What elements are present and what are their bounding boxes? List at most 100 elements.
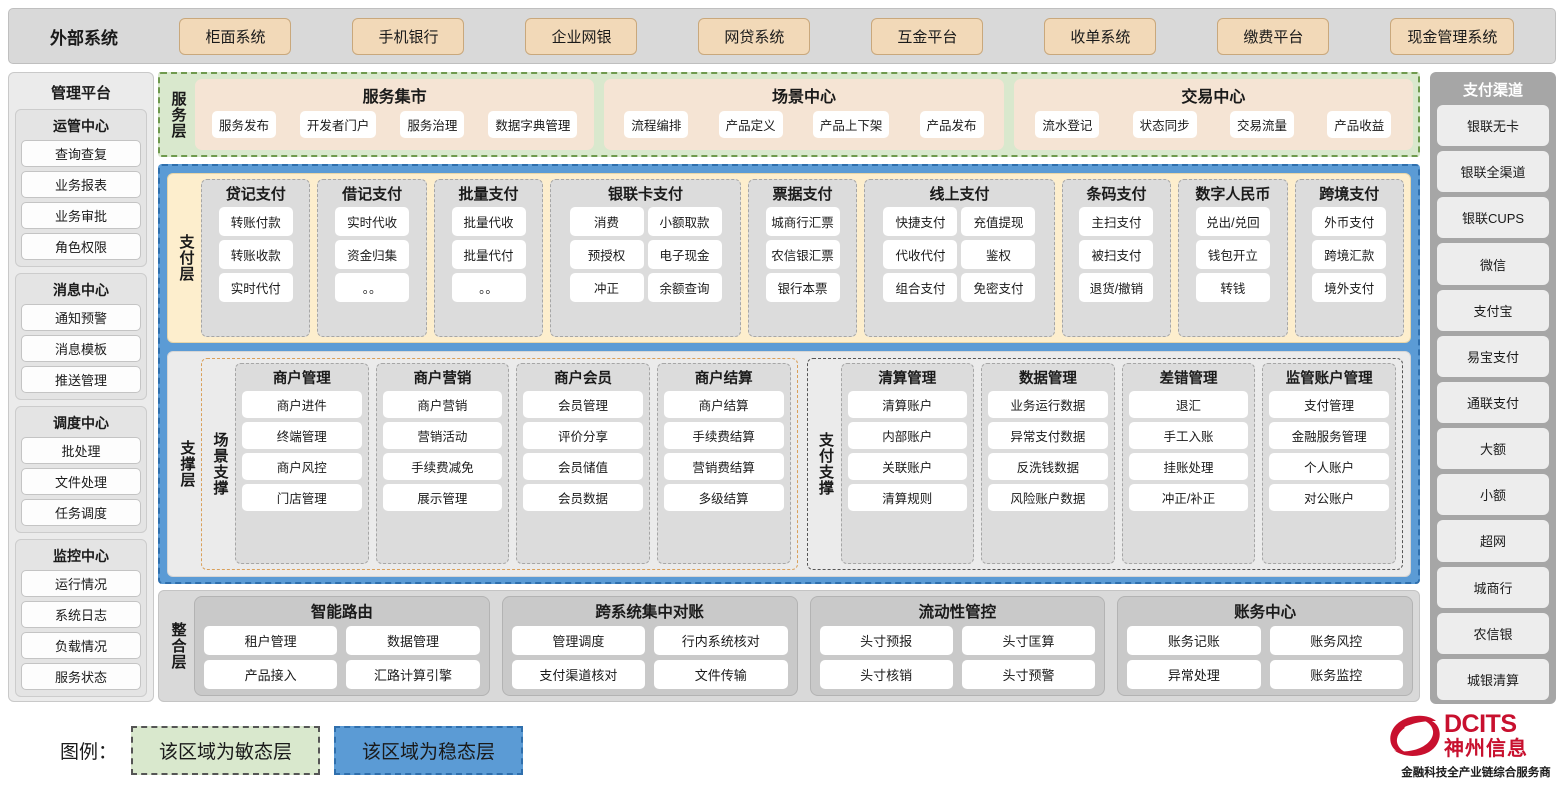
payment-item[interactable]: 冲正 [569,273,644,302]
payment-channel-item[interactable]: 支付宝 [1437,289,1549,331]
integration-item[interactable]: 头寸预报 [819,626,953,655]
payment-item[interactable]: 实时代收 [335,207,410,236]
support-item[interactable]: 风险账户数据 [988,484,1108,511]
integration-item[interactable]: 产品接入 [204,660,338,689]
support-item[interactable]: 商户营销 [382,391,503,418]
payment-item[interactable]: 兑出/兑回 [1195,207,1270,236]
support-item[interactable]: 对公账户 [1269,484,1389,511]
external-system-chip[interactable]: 网贷系统 [698,17,811,55]
external-system-chip[interactable]: 互金平台 [871,17,984,55]
external-system-chip[interactable]: 收单系统 [1044,17,1157,55]
integration-item[interactable]: 账务监控 [1269,660,1403,689]
support-item[interactable]: 业务运行数据 [988,391,1108,418]
payment-item[interactable]: 境外支付 [1312,273,1387,302]
integration-item[interactable]: 租户管理 [204,626,338,655]
payment-item[interactable]: 电子现金 [647,240,722,269]
external-system-chip[interactable]: 现金管理系统 [1390,17,1515,55]
payment-item[interactable]: 余额查询 [647,273,722,302]
service-item[interactable]: 状态同步 [1132,111,1197,138]
external-system-chip[interactable]: 缴费平台 [1217,17,1330,55]
integration-item[interactable]: 头寸匡算 [961,626,1096,655]
management-item[interactable]: 业务报表 [21,171,141,198]
payment-item[interactable]: 钱包开立 [1195,240,1270,269]
support-item[interactable]: 会员数据 [523,484,643,511]
payment-channel-item[interactable]: 大额 [1437,428,1549,470]
payment-channel-item[interactable]: 银联全渠道 [1437,151,1549,193]
support-item[interactable]: 退汇 [1128,391,1249,418]
management-item[interactable]: 服务状态 [21,663,141,690]
service-item[interactable]: 产品发布 [919,111,984,138]
support-item[interactable]: 清算账户 [847,391,968,418]
payment-item[interactable]: 银行本票 [765,273,840,302]
payment-channel-item[interactable]: 易宝支付 [1437,335,1549,377]
management-item[interactable]: 推送管理 [21,366,141,393]
payment-channel-item[interactable]: 小额 [1437,474,1549,516]
integration-item[interactable]: 行内系统核对 [654,626,788,655]
support-item[interactable]: 会员管理 [523,391,643,418]
payment-item[interactable]: 。。 [335,273,410,302]
payment-item[interactable]: 主扫支付 [1079,207,1154,236]
management-item[interactable]: 消息模板 [21,335,141,362]
payment-channel-item[interactable]: 微信 [1437,243,1549,285]
payment-item[interactable]: 批量代收 [451,207,526,236]
payment-item[interactable]: 预授权 [569,240,644,269]
integration-item[interactable]: 汇路计算引擎 [346,660,480,689]
integration-item[interactable]: 管理调度 [511,626,646,655]
payment-item[interactable]: 转账付款 [218,207,293,236]
payment-item[interactable]: 转钱 [1195,273,1270,302]
external-system-chip[interactable]: 柜面系统 [179,17,292,55]
payment-item[interactable]: 农信银汇票 [765,240,840,269]
integration-item[interactable]: 头寸预警 [961,660,1096,689]
external-system-chip[interactable]: 手机银行 [352,17,465,55]
payment-item[interactable]: 退货/撤销 [1079,273,1154,302]
payment-channel-item[interactable]: 城银清算 [1437,658,1549,701]
payment-item[interactable]: 实时代付 [218,273,293,302]
payment-item[interactable]: 跨境汇款 [1312,240,1387,269]
service-item[interactable]: 产品上下架 [812,111,890,138]
service-item[interactable]: 数据字典管理 [488,111,578,138]
support-item[interactable]: 会员储值 [523,453,643,480]
payment-item[interactable]: 快捷支付 [883,207,958,236]
payment-item[interactable]: 资金归集 [335,240,410,269]
payment-item[interactable]: 批量代付 [451,240,526,269]
payment-item[interactable]: 。。 [451,273,526,302]
support-item[interactable]: 商户风控 [242,453,362,480]
payment-item[interactable]: 被扫支付 [1079,240,1154,269]
payment-item[interactable]: 组合支付 [883,273,958,302]
management-item[interactable]: 查询查复 [21,140,141,167]
payment-item[interactable]: 小额取款 [647,207,722,236]
service-item[interactable]: 产品收益 [1327,111,1392,138]
service-item[interactable]: 流水登记 [1035,111,1100,138]
management-item[interactable]: 角色权限 [21,233,141,260]
payment-channel-item[interactable]: 银联CUPS [1437,197,1549,239]
service-item[interactable]: 流程编排 [624,111,689,138]
support-item[interactable]: 反洗钱数据 [988,453,1108,480]
management-item[interactable]: 负载情况 [21,632,141,659]
support-item[interactable]: 手续费结算 [663,422,784,449]
support-item[interactable]: 营销活动 [382,422,503,449]
support-item[interactable]: 冲正/补正 [1128,484,1249,511]
management-item[interactable]: 业务审批 [21,202,141,229]
management-item[interactable]: 通知预警 [21,304,141,331]
support-item[interactable]: 金融服务管理 [1269,422,1389,449]
payment-channel-item[interactable]: 城商行 [1437,566,1549,608]
support-item[interactable]: 终端管理 [242,422,362,449]
integration-item[interactable]: 头寸核销 [819,660,953,689]
management-item[interactable]: 批处理 [21,437,141,464]
payment-item[interactable]: 免密支付 [961,273,1036,302]
support-item[interactable]: 内部账户 [847,422,968,449]
support-item[interactable]: 门店管理 [242,484,362,511]
support-item[interactable]: 多级结算 [663,484,784,511]
support-item[interactable]: 个人账户 [1269,453,1389,480]
management-item[interactable]: 运行情况 [21,570,141,597]
support-item[interactable]: 展示管理 [382,484,503,511]
external-system-chip[interactable]: 企业网银 [525,17,638,55]
payment-channel-item[interactable]: 通联支付 [1437,381,1549,424]
management-item[interactable]: 系统日志 [21,601,141,628]
support-item[interactable]: 手工入账 [1128,422,1249,449]
support-item[interactable]: 商户结算 [663,391,784,418]
support-item[interactable]: 支付管理 [1269,391,1389,418]
integration-item[interactable]: 文件传输 [654,660,788,689]
payment-channel-item[interactable]: 农信银 [1437,612,1549,654]
integration-item[interactable]: 账务记账 [1127,626,1261,655]
